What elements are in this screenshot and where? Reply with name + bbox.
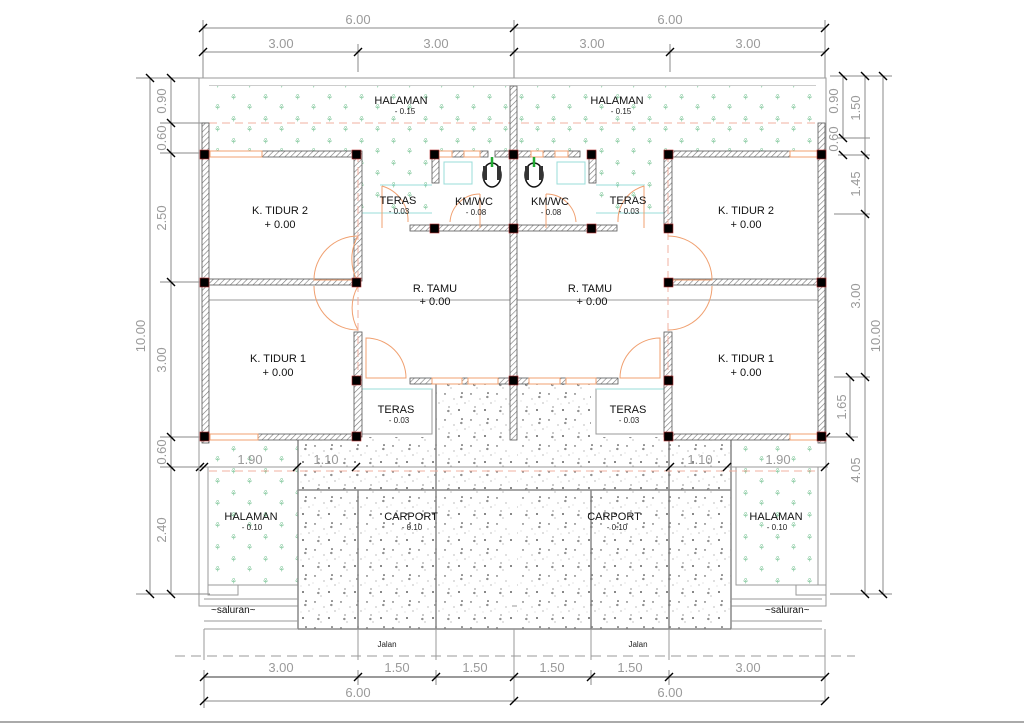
top-dimension-lines [198, 20, 830, 78]
elev-teras-bottom-left: - 0.03 [389, 416, 410, 425]
elev-teras-top-left: - 0.03 [389, 207, 410, 216]
dim-top-sub-2: 3.00 [423, 36, 448, 51]
elev-halaman-bottom-right: - 0.10 [767, 523, 788, 532]
columns [199, 149, 827, 442]
label-saluran-right: ~saluran~ [765, 605, 810, 616]
label-halaman-top-right: HALAMAN [590, 95, 643, 107]
dim-left-seg-3: 2.50 [154, 205, 169, 230]
dim-bottom-sub-1: 3.00 [268, 660, 293, 675]
elev-rtamu-right: + 0.00 [577, 296, 608, 308]
label-carport-right: CARPORT [587, 511, 641, 523]
label-saluran-left: ~saluran~ [211, 605, 256, 616]
elev-kmwc-right: - 0.08 [541, 208, 562, 217]
dim-right-0-90: 0.90 [826, 88, 841, 113]
left-dimension-lines [136, 73, 210, 599]
dim-bottom-overall-left: 6.00 [345, 685, 370, 700]
label-kmwc-left: KM/WC [455, 196, 493, 208]
squat-toilet-right-icon [524, 157, 544, 188]
dim-halaman-right-width: 1.90 [765, 452, 790, 467]
elev-ktidur2-right: + 0.00 [731, 219, 762, 231]
elev-ktidur1-right: + 0.00 [731, 367, 762, 379]
label-ktidur2-left: K. TIDUR 2 [252, 205, 308, 217]
dim-left-overall: 10.00 [133, 320, 148, 353]
elev-halaman-top-left: - 0.15 [395, 107, 416, 116]
label-kmwc-right: KM/WC [531, 196, 569, 208]
dim-right-1-65: 1.65 [834, 394, 849, 419]
dim-left-seg-1: 0.90 [154, 88, 169, 113]
dim-right-0-60: 0.60 [826, 126, 841, 151]
dim-bottom-overall-right: 6.00 [657, 685, 682, 700]
dim-top-overall-right: 6.00 [657, 12, 682, 27]
room-labels: HALAMAN - 0.15 HALAMAN - 0.15 K. TIDUR 2… [224, 95, 802, 532]
dim-right-3-00: 3.00 [848, 283, 863, 308]
elev-rtamu-left: + 0.00 [420, 296, 451, 308]
bottom-dimension-lines [199, 670, 830, 708]
elev-teras-top-right: - 0.03 [619, 207, 640, 216]
dim-bottom-sub-3: 1.50 [462, 660, 487, 675]
dim-carport-right-width: 1.10 [687, 452, 712, 467]
dim-left-seg-4: 3.00 [154, 347, 169, 372]
dim-top-sub-1: 3.00 [268, 36, 293, 51]
label-ktidur2-right: K. TIDUR 2 [718, 205, 774, 217]
toilet-fixtures [443, 157, 586, 188]
doors [313, 154, 713, 380]
dim-bottom-sub-5: 1.50 [617, 660, 642, 675]
dim-top-overall-left: 6.00 [345, 12, 370, 27]
dim-right-overall: 10.00 [868, 320, 883, 353]
label-rtamu-left: R. TAMU [413, 283, 457, 295]
windows [209, 150, 819, 441]
dim-top-sub-3: 3.00 [579, 36, 604, 51]
elev-kmwc-left: - 0.08 [466, 208, 487, 217]
label-ktidur1-left: K. TIDUR 1 [250, 353, 306, 365]
elev-teras-bottom-right: - 0.03 [619, 416, 640, 425]
label-carport-left: CARPORT [384, 511, 438, 523]
dim-left-seg-2: 0.60 [154, 125, 169, 150]
drain-and-road [175, 598, 855, 700]
elev-halaman-top-right: - 0.15 [611, 107, 632, 116]
dim-bottom-sub-6: 3.00 [735, 660, 760, 675]
site-boundary [198, 77, 827, 607]
elev-ktidur1-left: + 0.00 [263, 367, 294, 379]
halaman-top-right-area [517, 86, 817, 154]
dim-left-seg-6: 2.40 [154, 517, 169, 542]
dim-top-sub-4: 3.00 [735, 36, 760, 51]
label-teras-top-right: TERAS [610, 195, 647, 207]
dim-right-4-05: 4.05 [848, 457, 863, 482]
elev-carport-left: - 0.10 [402, 523, 423, 532]
carport-gravel [297, 380, 732, 630]
dim-halaman-left-width: 1.90 [237, 452, 262, 467]
elev-carport-right: - 0.10 [607, 523, 628, 532]
label-teras-bottom-right: TERAS [610, 404, 647, 416]
label-jalan-left: Jalan [377, 640, 396, 649]
squat-toilet-left-icon [482, 157, 502, 188]
label-rtamu-right: R. TAMU [568, 283, 612, 295]
halaman-top-left-area [209, 86, 511, 154]
label-jalan-right: Jalan [628, 640, 647, 649]
label-teras-top-left: TERAS [380, 195, 417, 207]
dim-bottom-sub-2: 1.50 [384, 660, 409, 675]
elev-halaman-bottom-left: - 0.10 [242, 523, 263, 532]
dim-bottom-sub-4: 1.50 [539, 660, 564, 675]
right-dimension-lines [821, 71, 892, 599]
dim-right-1-45: 1.45 [848, 171, 863, 196]
dim-right-1-50: 1.50 [848, 95, 863, 120]
label-halaman-top-left: HALAMAN [374, 95, 427, 107]
dim-carport-left-width: 1.10 [313, 452, 338, 467]
label-halaman-bottom-right: HALAMAN [749, 511, 802, 523]
label-ktidur1-right: K. TIDUR 1 [718, 353, 774, 365]
dim-left-seg-5: 0.60 [154, 439, 169, 464]
elev-ktidur2-left: + 0.00 [265, 219, 296, 231]
label-halaman-bottom-left: HALAMAN [224, 511, 277, 523]
label-teras-bottom-left: TERAS [378, 404, 415, 416]
